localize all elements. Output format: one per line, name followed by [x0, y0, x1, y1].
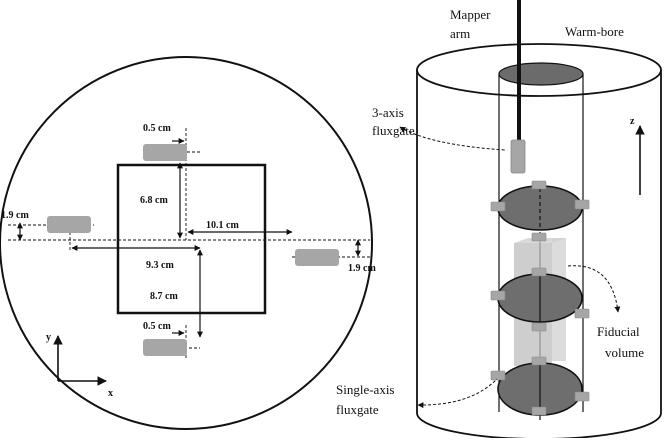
z-axis-label: z [630, 116, 635, 127]
dim-10-1cm: 10.1 cm [206, 220, 239, 231]
dimension-arrows [17, 138, 361, 338]
dim-0-5cm-top: 0.5 cm [143, 123, 171, 134]
y-axis-label: y [46, 332, 51, 343]
warm-bore-walls [498, 74, 584, 412]
fluxgate-sensor-right [295, 249, 339, 266]
three-axis-fluxgate [510, 139, 526, 174]
dim-1-9cm-right: 1.9 cm [348, 263, 376, 274]
fluxgate-sensor-left [47, 216, 91, 233]
label-single-axis-line2: fluxgate [336, 402, 379, 417]
dim-1-9cm-left: 1.9 cm [1, 210, 29, 221]
warm-bore-top [498, 62, 584, 86]
inner-square [116, 163, 267, 315]
fluxgate-sensor-bottom [143, 339, 187, 356]
fluxgate-sensor-top [143, 144, 187, 161]
label-warm-bore: Warm-bore [565, 24, 624, 39]
label-3axis-line1: 3-axis [372, 105, 404, 120]
label-fiducial-line2: volume [605, 345, 644, 360]
dim-9-3cm: 9.3 cm [146, 260, 174, 271]
dim-0-5cm-bottom: 0.5 cm [143, 321, 171, 332]
label-3axis-line2: fluxgate [372, 123, 415, 138]
right-panel: z Mapper arm Warm-bore 3-axis fluxgate F… [336, 0, 662, 440]
outer-circle [0, 56, 373, 430]
callout-leaders [399, 126, 621, 409]
left-panel: 0.5 cm 6.8 cm 10.1 cm 1.9 cm 9.3 cm 8.7 … [0, 56, 376, 430]
label-mapper-line1: Mapper [450, 7, 491, 22]
xy-axes [53, 335, 107, 386]
label-fiducial-line1: Fiducial [597, 324, 640, 339]
label-single-axis-line1: Single-axis [336, 382, 395, 397]
dim-8-7cm: 8.7 cm [150, 291, 178, 302]
single-axis-fluxgates [490, 180, 590, 416]
label-mapper-line2: arm [450, 26, 470, 41]
dashed-reference-lines [8, 128, 370, 358]
x-axis-label: x [108, 388, 113, 399]
dim-6-8cm: 6.8 cm [140, 195, 168, 206]
